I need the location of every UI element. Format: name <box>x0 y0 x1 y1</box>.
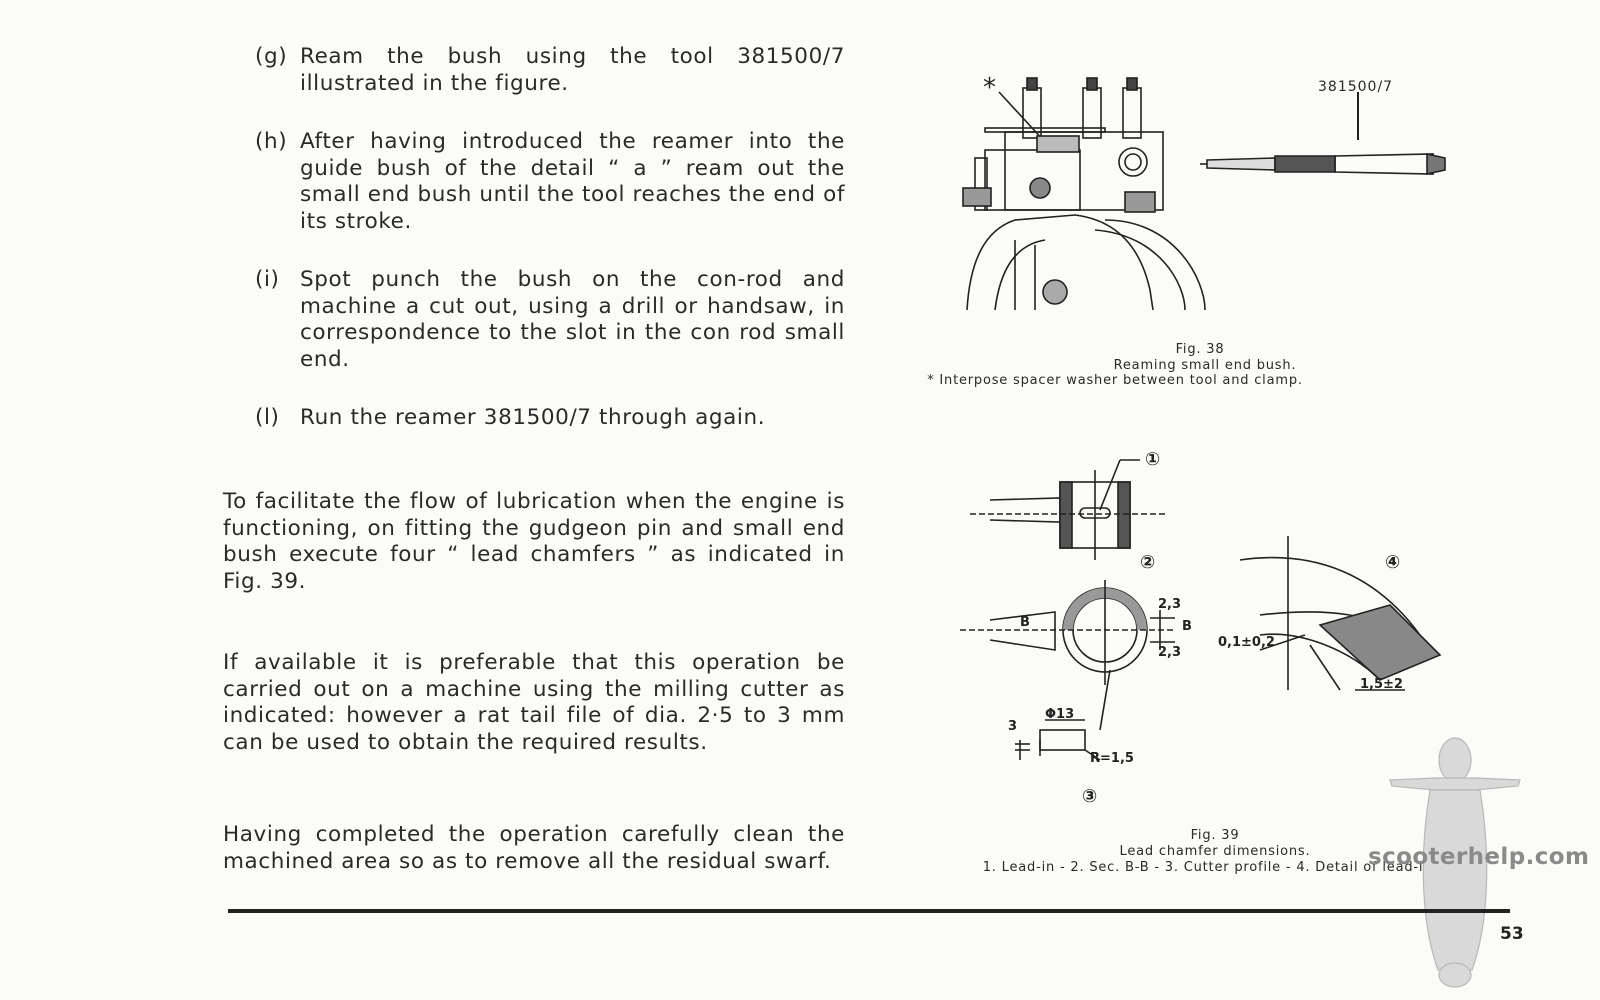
callout-1: ① <box>1145 449 1160 470</box>
step-label: (g) <box>255 44 288 69</box>
callout-4: ④ <box>1385 552 1400 573</box>
watermark-text: scooterhelp.com <box>1368 844 1590 870</box>
reamer-tool-label: 381500/7 <box>1318 79 1394 95</box>
step-text: Spot punch the bush on the con-rod and m… <box>300 267 845 372</box>
step-label: (i) <box>255 267 280 292</box>
fig39-lead-chamfer-drawing: ① ② ③ ④ 2,3 2,3 B B 0,1±0,2 1,5±2 Φ13 3 … <box>960 449 1442 807</box>
fig38-reaming-illustration: * <box>962 73 1446 311</box>
section-b-left: B <box>1020 615 1030 630</box>
fig38-note: * Interpose spacer washer between tool a… <box>927 373 1303 388</box>
fig39-title: Lead chamfer dimensions. <box>1119 844 1311 859</box>
dim-2-3-top: 2,3 <box>1158 597 1181 612</box>
asterisk-mark: * <box>983 73 996 103</box>
step-text: Run the reamer 381500/7 through again. <box>300 405 766 430</box>
fig38-number: Fig. 38 <box>1175 342 1225 357</box>
dim-2-3-bottom: 2,3 <box>1158 645 1181 660</box>
step-text: After having introduced the reamer into … <box>300 129 845 234</box>
dim-3: 3 <box>1008 719 1017 734</box>
fig39-number: Fig. 39 <box>1190 828 1240 843</box>
dim-phi-13: Φ13 <box>1045 707 1074 722</box>
step-label: (l) <box>255 405 280 430</box>
callout-3: ③ <box>1082 786 1097 807</box>
callout-2: ② <box>1140 552 1155 573</box>
fig39-legend: 1. Lead-in - 2. Sec. B-B - 3. Cutter pro… <box>982 860 1438 875</box>
section-b-right: B <box>1182 619 1192 634</box>
dim-tolerance-01: 0,1±0,2 <box>1218 635 1275 650</box>
scooter-watermark-image <box>1389 737 1521 988</box>
step-text: Ream the bush using the tool 381500/7 il… <box>300 44 845 96</box>
paragraph-cleaning: Having completed the operation carefully… <box>223 822 845 874</box>
paragraph-lubrication: To facilitate the flow of lubrication wh… <box>223 489 845 594</box>
fig38-title: Reaming small end bush. <box>1113 358 1297 373</box>
step-label: (h) <box>255 129 288 154</box>
dim-r-1-5: R=1,5 <box>1090 751 1134 766</box>
paragraph-milling: If available it is preferable that this … <box>223 650 845 755</box>
dim-tolerance-15: 1,5±2 <box>1360 677 1403 692</box>
page-number: 53 <box>1500 924 1524 944</box>
footer-rule <box>228 909 1510 913</box>
